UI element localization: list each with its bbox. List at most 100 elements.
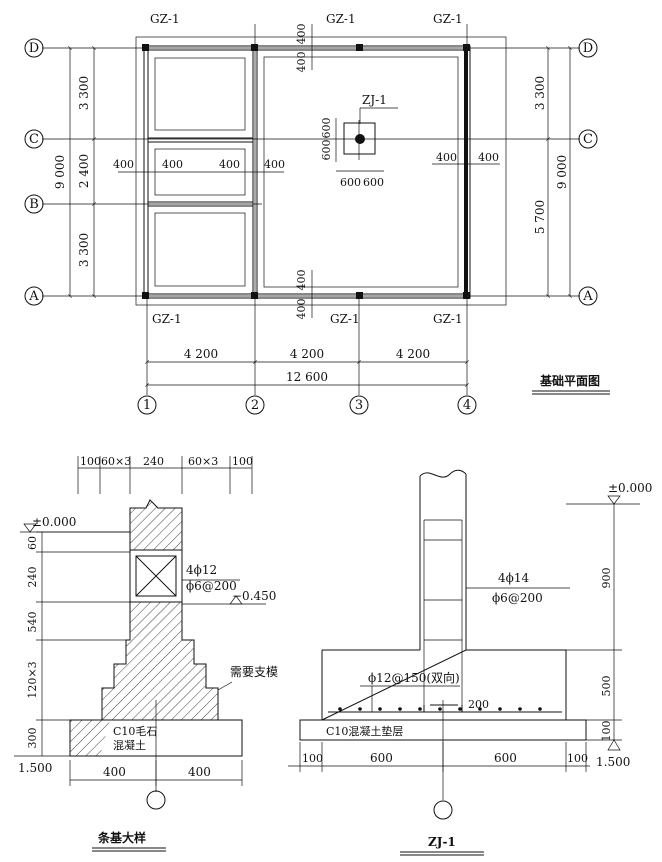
svg-text:400: 400: [103, 765, 126, 779]
svg-text:4ϕ12: 4ϕ12: [186, 563, 217, 577]
svg-text:100: 100: [600, 721, 613, 742]
gz-label: GZ-1: [330, 312, 360, 326]
zj-title: ZJ-1: [428, 835, 456, 849]
svg-text:400: 400: [113, 158, 134, 171]
gz-col: [356, 292, 363, 299]
svg-text:9 000: 9 000: [53, 155, 67, 189]
svg-text:240: 240: [26, 567, 39, 588]
svg-text:ϕ6@200: ϕ6@200: [186, 579, 237, 593]
svg-text:C: C: [583, 132, 593, 147]
strip-wall-hatch: [101, 499, 219, 721]
svg-text:100: 100: [302, 752, 323, 765]
svg-text:600: 600: [320, 140, 333, 161]
svg-text:4ϕ14: 4ϕ14: [498, 571, 529, 585]
svg-text:4: 4: [463, 398, 471, 413]
svg-text:120×3: 120×3: [26, 661, 39, 698]
svg-text:D: D: [583, 41, 593, 56]
gz-label: GZ-1: [433, 12, 463, 26]
zj-column: [355, 134, 365, 144]
svg-text:400: 400: [436, 151, 457, 164]
svg-text:ϕ6@200: ϕ6@200: [492, 591, 543, 605]
plan-outline: [135, 36, 507, 306]
svg-text:2 400: 2 400: [77, 154, 91, 188]
svg-text:400: 400: [264, 158, 285, 171]
svg-text:D: D: [29, 41, 39, 56]
gz-label: GZ-1: [326, 12, 356, 26]
svg-text:900: 900: [600, 568, 613, 589]
wall-dims: 400 400 400 400 400 400 400 400 400 400: [113, 24, 500, 320]
svg-text:600: 600: [370, 751, 393, 765]
svg-text:1: 1: [143, 398, 151, 413]
svg-text:400: 400: [295, 24, 308, 45]
svg-text:3 300: 3 300: [77, 76, 91, 110]
svg-text:600: 600: [320, 118, 333, 139]
bottom-dimensions: 4 200 4 200 4 200 12 600: [145, 347, 469, 387]
axis-bubbles-left: D C B A: [24, 38, 44, 306]
gz-col: [463, 44, 470, 51]
zj-label: ZJ-1: [362, 93, 387, 107]
gz-label: GZ-1: [152, 312, 182, 326]
svg-text:B: B: [29, 197, 39, 212]
svg-text:400: 400: [295, 270, 308, 291]
gz-col: [463, 292, 470, 299]
svg-text:−0.450: −0.450: [232, 589, 276, 603]
foundation-plan: ZJ-1 GZ-1 GZ-1 GZ-1 GZ-1 GZ-1 GZ-1 D C B…: [24, 12, 610, 415]
room-big: [263, 56, 459, 288]
axis-bubbles-right: D C A: [578, 38, 598, 306]
gz-label: GZ-1: [433, 312, 463, 326]
strip-title: 条基大样: [97, 830, 146, 845]
svg-text:4 200: 4 200: [290, 347, 324, 361]
svg-text:600: 600: [340, 176, 361, 189]
svg-text:300: 300: [26, 728, 39, 749]
zj-footing: [343, 122, 376, 155]
svg-text:400: 400: [219, 158, 240, 171]
right-wall-fill: [464, 50, 468, 294]
svg-text:混凝土: 混凝土: [113, 738, 146, 752]
svg-text:C: C: [29, 132, 39, 147]
svg-text:2: 2: [251, 398, 259, 413]
svg-text:4 200: 4 200: [184, 347, 218, 361]
svg-text:100: 100: [232, 455, 253, 468]
svg-text:600: 600: [494, 751, 517, 765]
strip-foundation-detail: 100 60×3 240 60×3 100 C10毛石 混凝土 需要支模 4ϕ1…: [14, 455, 278, 852]
svg-text:400: 400: [295, 299, 308, 320]
svg-text:3 300: 3 300: [533, 76, 547, 110]
svg-text:1.500: 1.500: [596, 755, 630, 769]
formwork-note: 需要支模: [230, 665, 278, 679]
svg-text:400: 400: [162, 158, 183, 171]
svg-text:400: 400: [188, 765, 211, 779]
gz-col: [356, 44, 363, 51]
svg-text:100: 100: [567, 752, 588, 765]
svg-text:3: 3: [355, 398, 363, 413]
gz-label: GZ-1: [150, 12, 180, 26]
gz-col: [251, 44, 258, 51]
gz-col: [251, 292, 258, 299]
svg-text:400: 400: [478, 151, 499, 164]
svg-text:C10毛石: C10毛石: [113, 725, 157, 738]
svg-text:4 200: 4 200: [396, 347, 430, 361]
svg-text:540: 540: [26, 612, 39, 633]
svg-text:60: 60: [26, 536, 39, 550]
svg-text:A: A: [28, 289, 39, 304]
gz-col: [142, 44, 149, 51]
svg-text:±0.000: ±0.000: [32, 515, 76, 529]
svg-text:A: A: [582, 289, 593, 304]
room-3: [154, 212, 246, 287]
gz-col: [142, 292, 149, 299]
svg-text:60×3: 60×3: [188, 455, 218, 468]
svg-text:3 300: 3 300: [77, 233, 91, 267]
zj-detail: C10混凝土垫层 4ϕ14 ϕ6@200 ϕ12@150(双向) 200 ±0.…: [288, 469, 652, 856]
left-dimensions: 3 300 2 400 3 300 9 000: [53, 46, 94, 298]
zj-dims: 600 600 600 600: [320, 118, 384, 189]
plan-title: 基础平面图: [539, 373, 600, 388]
svg-text:240: 240: [143, 455, 164, 468]
room-1: [154, 57, 246, 131]
svg-text:60×3: 60×3: [101, 455, 131, 468]
svg-text:100: 100: [80, 455, 101, 468]
svg-text:1.500: 1.500: [18, 761, 52, 775]
svg-text:5 700: 5 700: [533, 200, 547, 234]
svg-text:C10混凝土垫层: C10混凝土垫层: [326, 724, 403, 738]
svg-text:12 600: 12 600: [286, 370, 328, 384]
svg-text:600: 600: [363, 176, 384, 189]
